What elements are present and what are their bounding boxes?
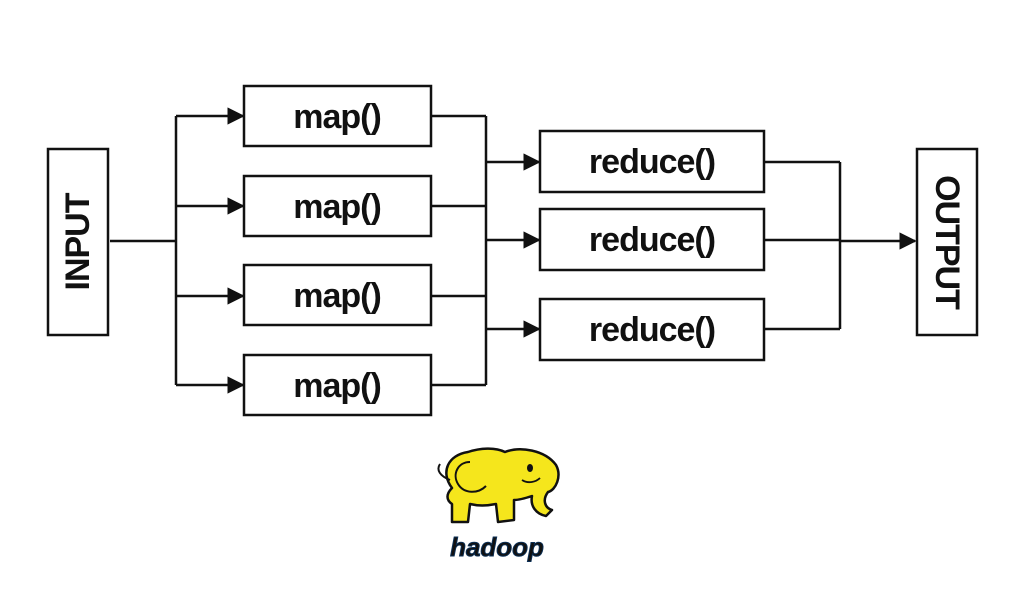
map-node: map() <box>242 84 433 148</box>
map-node: map() <box>242 263 433 327</box>
hadoop-logo: hadoop <box>437 447 560 563</box>
hadoop-wordmark: hadoop <box>450 532 544 562</box>
map-label: map() <box>293 188 381 226</box>
map-label: map() <box>293 98 381 136</box>
input-node: INPUT <box>46 147 110 337</box>
input-label: INPUT <box>59 192 97 290</box>
reduce-node: reduce() <box>538 129 766 194</box>
reduce-node: reduce() <box>538 297 766 362</box>
map-node: map() <box>242 353 433 417</box>
output-label: OUTPUT <box>928 175 966 310</box>
reduce-label: reduce() <box>589 221 715 259</box>
map-node: map() <box>242 174 433 238</box>
elephant-icon <box>437 447 560 524</box>
reduce-node: reduce() <box>538 207 766 272</box>
reduce-label: reduce() <box>589 311 715 349</box>
shuffle-connectors <box>432 114 541 387</box>
map-label: map() <box>293 367 381 405</box>
input-fanout-connectors <box>110 107 245 394</box>
reduce-label: reduce() <box>589 143 715 181</box>
output-fanin-connectors <box>765 160 917 331</box>
map-label: map() <box>293 277 381 315</box>
output-node: OUTPUT <box>915 147 979 337</box>
